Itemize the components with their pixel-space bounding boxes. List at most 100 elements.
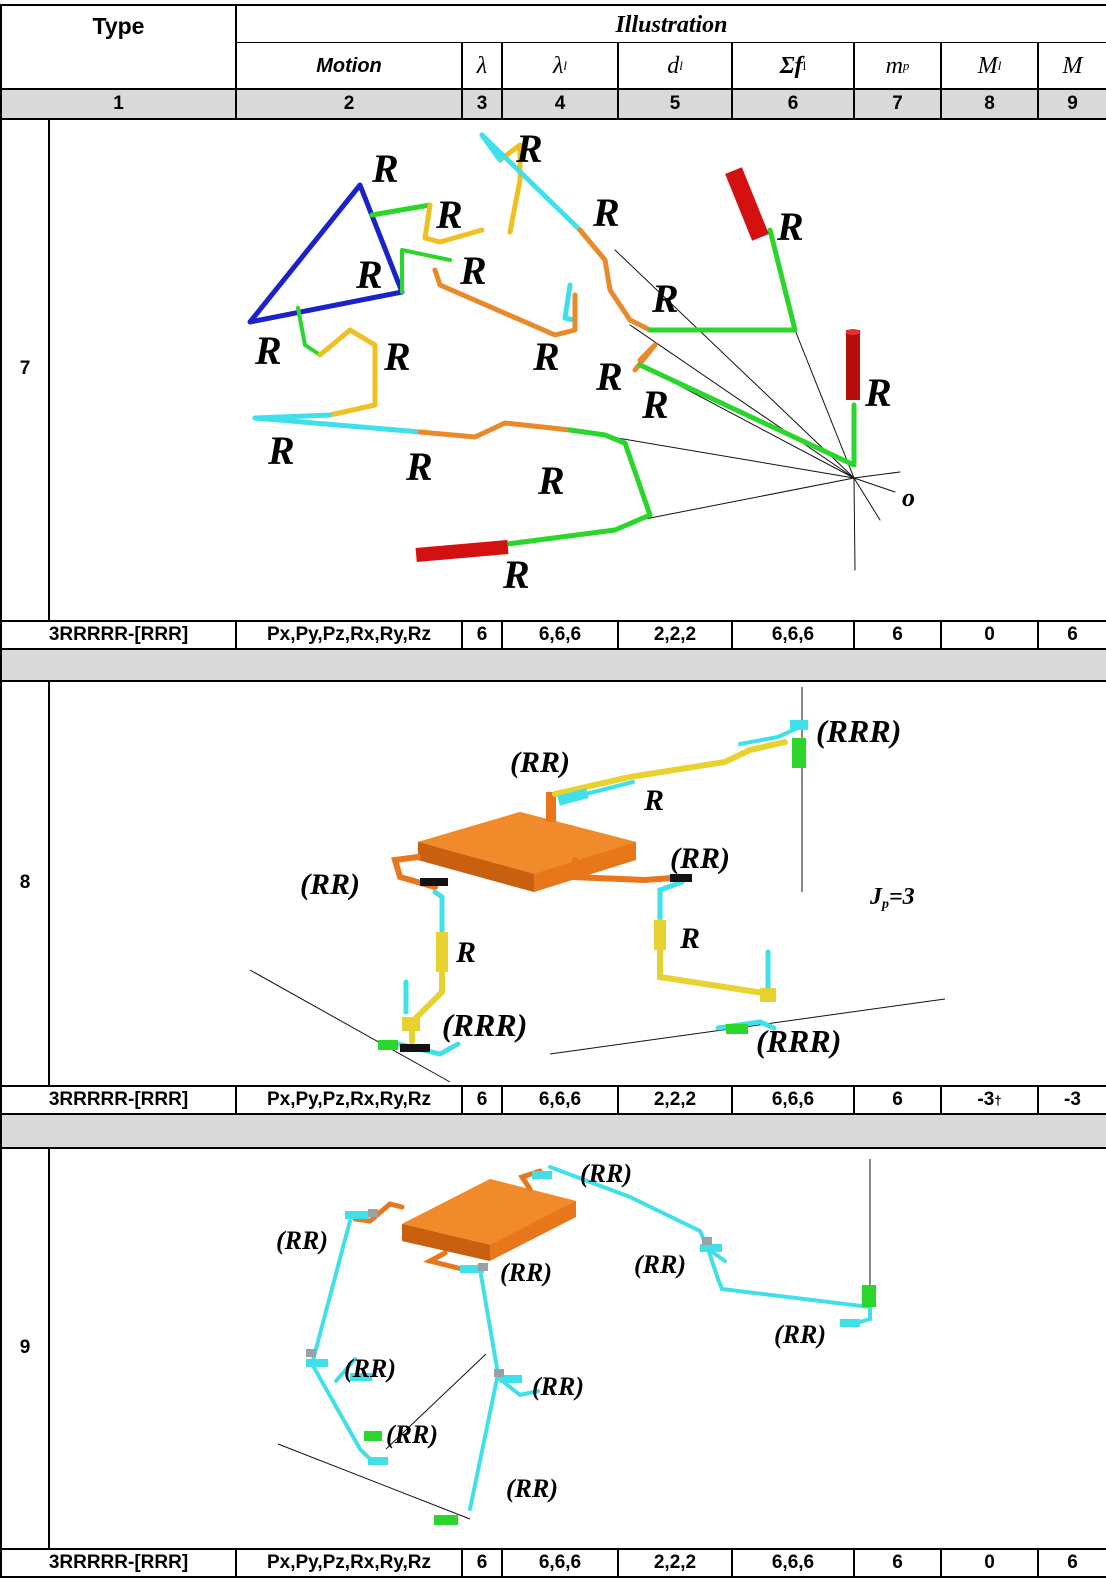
col-number-2: 2: [343, 93, 355, 114]
col-number-4: 4: [554, 93, 566, 114]
col-number-1: 1: [113, 93, 124, 114]
col-number-3: 3: [476, 93, 488, 114]
header-motion: Motion: [316, 54, 382, 77]
header-lambda: λ: [476, 52, 488, 79]
cell-motion: Px,Py,Pz,Rx,Ry,Rz: [266, 1552, 432, 1573]
cell-motion: Px,Py,Pz,Rx,Ry,Rz: [266, 1089, 432, 1110]
label-RRR: (RRR): [442, 1007, 527, 1043]
cell-d-l: 2,2,2: [653, 1089, 697, 1110]
cell-M-l: 0: [984, 624, 995, 645]
red-cylinder: [846, 330, 860, 400]
cell-lambda: 6: [476, 1552, 488, 1573]
cell-type: 3RRRRR-[RRR]: [48, 1552, 189, 1573]
label-RR: (RR): [634, 1250, 686, 1279]
label-R: R: [651, 276, 679, 321]
row-number-9: 9: [19, 1336, 31, 1358]
label-R: R: [435, 192, 463, 237]
label-R: R: [679, 922, 700, 955]
label-RR: (RR): [580, 1159, 632, 1188]
label-RR: (RR): [510, 746, 570, 779]
col-number-8: 8: [984, 93, 995, 114]
illustration-row-8: (RR) (RRR) R (RR) (RR) R R (RRR) (RRR) J…: [249, 687, 946, 1083]
label-R: R: [405, 444, 433, 489]
cell-lambda-l: 6,6,6: [538, 1089, 582, 1110]
red-cylinder: [415, 540, 509, 562]
joint-labels-9: (RR) (RR) (RR) (RR) (RR) (RR) (RR) (RR) …: [276, 1159, 826, 1503]
header-type: Type: [92, 12, 145, 39]
cell-lambda-l: 6,6,6: [538, 624, 582, 645]
row-separator: [2, 650, 1106, 680]
label-R: R: [641, 382, 669, 427]
label-R: R: [643, 784, 664, 817]
col-number-5: 5: [669, 93, 681, 114]
label-R: R: [355, 252, 383, 297]
label-R: R: [532, 334, 560, 379]
cell-M-l: -3†: [977, 1089, 1002, 1110]
cell-motion: Px,Py,Pz,Rx,Ry,Rz: [266, 624, 432, 645]
row-separator: [2, 1115, 1106, 1147]
label-R: R: [537, 458, 565, 503]
cell-lambda-l: 6,6,6: [538, 1552, 582, 1573]
cell-lambda: 6: [476, 624, 488, 645]
illustration-row-9: (RR) (RR) (RR) (RR) (RR) (RR) (RR) (RR) …: [276, 1159, 876, 1525]
cell-m-p: 6: [892, 1089, 903, 1110]
label-R: R: [383, 334, 411, 379]
col-number-6: 6: [787, 93, 799, 114]
col-number-9: 9: [1067, 93, 1078, 114]
svg-text:Jp=3: Jp=3: [869, 884, 915, 912]
cell-M-l: 0: [984, 1552, 995, 1573]
label-RR: (RR): [386, 1420, 438, 1449]
cell-d-l: 2,2,2: [653, 1552, 697, 1573]
joint-labels-8: (RR) (RRR) R (RR) (RR) R R (RRR) (RRR) J…: [300, 713, 915, 1059]
col-number-7: 7: [892, 93, 903, 114]
jp-label: Jp=3: [869, 884, 915, 912]
label-R: R: [592, 190, 620, 235]
label-R: R: [502, 552, 530, 597]
label-R: R: [595, 354, 623, 399]
cell-d-l: 2,2,2: [653, 624, 697, 645]
label-R: R: [455, 936, 476, 969]
label-R: R: [776, 204, 804, 249]
label-RR: (RR): [532, 1372, 584, 1401]
label-RR: (RR): [506, 1474, 558, 1503]
header-M: M: [1062, 52, 1083, 79]
cell-M: 6: [1067, 624, 1078, 645]
row-number-7: 7: [19, 358, 31, 379]
label-R: R: [459, 248, 487, 293]
label-RR: (RR): [300, 868, 360, 901]
cell-sum-f: 6,6,6: [771, 1552, 815, 1573]
label-RRR: (RRR): [816, 713, 901, 749]
label-R: R: [371, 146, 399, 191]
label-RR: (RR): [500, 1258, 552, 1287]
cell-sum-f: 6,6,6: [771, 624, 815, 645]
cell-type: 3RRRRR-[RRR]: [48, 1089, 189, 1110]
label-R: R: [864, 370, 892, 415]
illustration-row-7: R R R R R R R R R R R R R R R R R R o: [247, 126, 915, 597]
column-number-band: [2, 90, 1106, 118]
label-R: R: [267, 428, 295, 473]
label-RR: (RR): [344, 1354, 396, 1383]
label-o: o: [902, 483, 915, 512]
red-cylinder: [725, 167, 769, 241]
label-RR: (RR): [774, 1320, 826, 1349]
cell-m-p: 6: [892, 624, 903, 645]
cell-lambda: 6: [476, 1089, 488, 1110]
label-RRR: (RRR): [756, 1023, 841, 1059]
cell-type: 3RRRRR-[RRR]: [48, 624, 189, 645]
mechanism-7-links: [247, 132, 901, 571]
joint-labels-7: R R R R R R R R R R R R R R R R R R o: [254, 126, 915, 597]
label-RR: (RR): [670, 842, 730, 875]
cell-m-p: 6: [892, 1552, 903, 1573]
row-number-8: 8: [19, 871, 31, 893]
cell-M: 6: [1067, 1552, 1078, 1573]
header-illustration: Illustration: [615, 11, 728, 38]
label-R: R: [254, 328, 282, 373]
cell-sum-f: 6,6,6: [771, 1089, 815, 1110]
cell-M: -3: [1064, 1089, 1081, 1110]
label-R: R: [515, 126, 543, 171]
